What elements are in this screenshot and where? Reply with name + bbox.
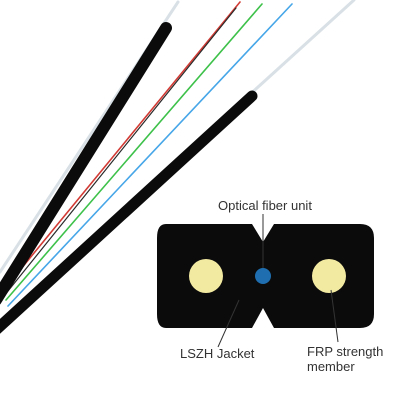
blue-fiber-strand [7,3,293,307]
dark-fiber-strand [3,7,237,297]
label-optical-fiber-unit: Optical fiber unit [218,198,312,213]
frp-strength-member-right [312,259,346,293]
leader-line-jacket [217,299,240,348]
lower-jacket-cable [0,90,258,334]
leader-lines [217,214,339,348]
green-fiber-strand [5,3,263,301]
frp-strength-member-left [189,259,223,293]
label-frp-strength-line2: member [307,359,355,374]
upper-jacket-cable [0,22,172,305]
label-frp-strength-line1: FRP strength [307,344,383,359]
cable-strands [0,0,356,334]
cable-cross-section [157,224,374,328]
label-lszh-jacket: LSZH Jacket [180,346,255,361]
red-fiber-strand [1,1,241,293]
optical-fiber-core [255,268,271,284]
leader-line-frp [330,289,339,343]
